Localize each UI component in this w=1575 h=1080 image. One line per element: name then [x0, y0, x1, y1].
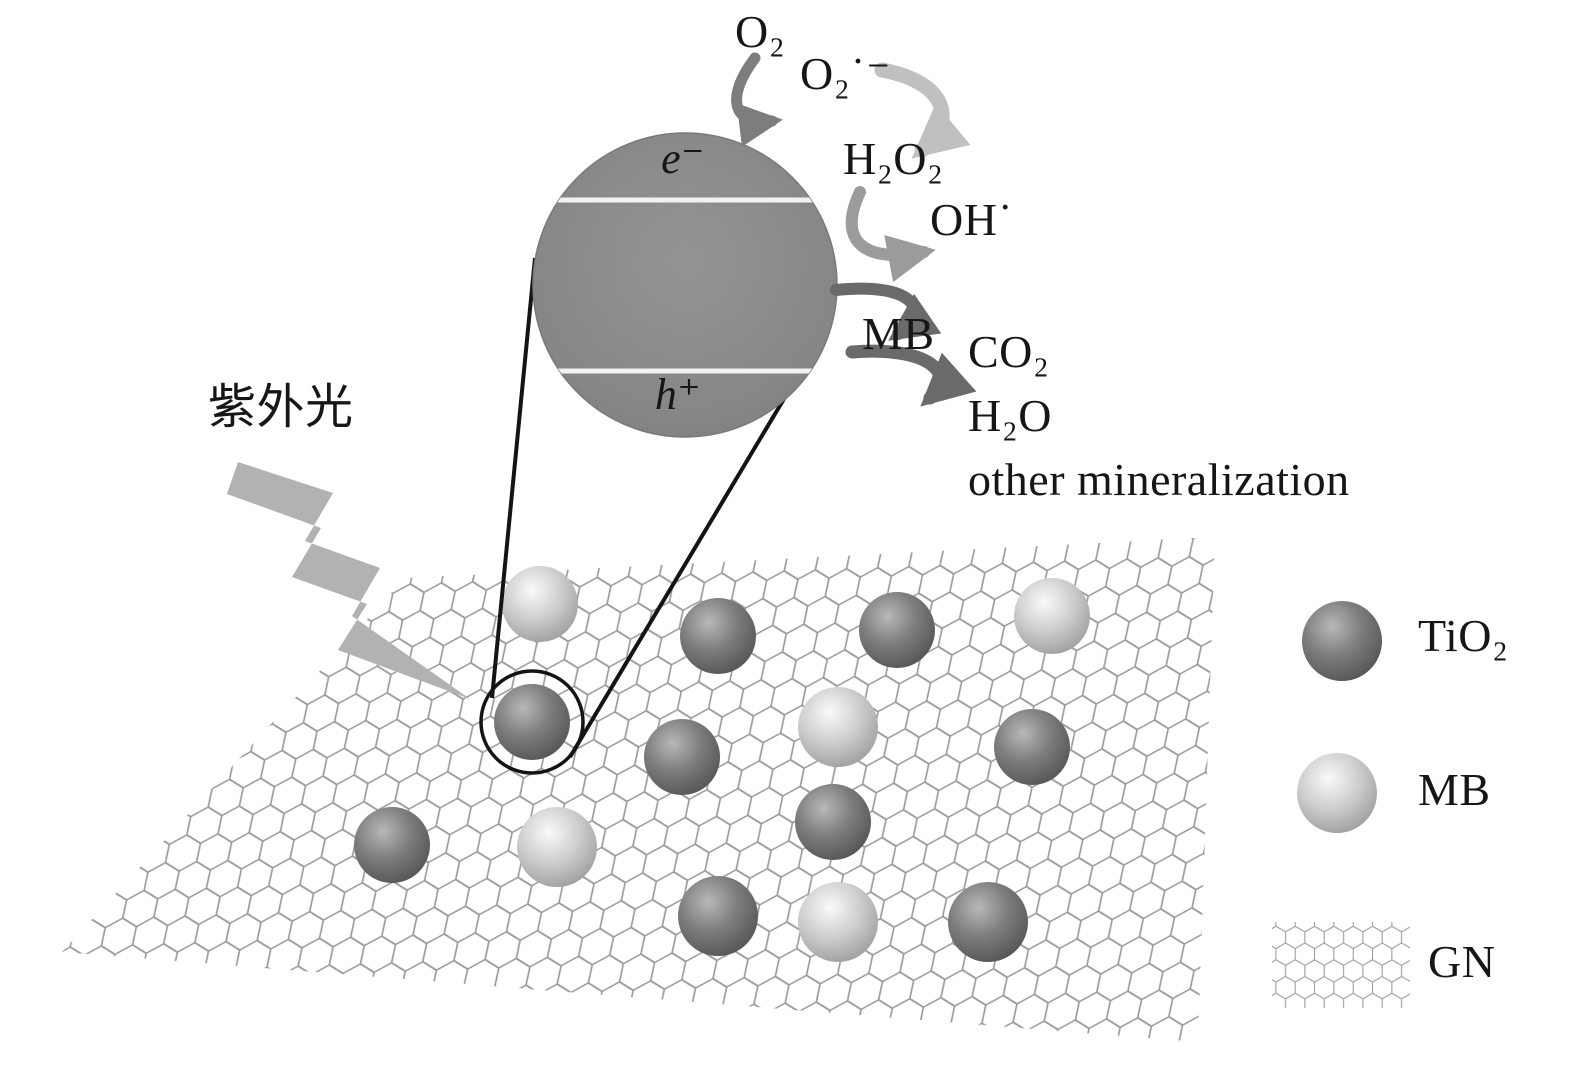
mb-particle: [502, 566, 578, 642]
mb-label: MB: [862, 308, 935, 359]
tio2-particle: [859, 592, 935, 668]
mb-particle: [1014, 578, 1090, 654]
mineralization-label: other mineralization: [968, 454, 1350, 505]
mb-particle: [798, 687, 878, 767]
legend-gn-label: GN: [1428, 936, 1496, 987]
arrow-h2o2-icon: [845, 186, 936, 283]
legend-tio2-swatch: [1302, 601, 1382, 681]
tio2-particle: [948, 882, 1028, 962]
co2-label: CO₂: [968, 326, 1050, 377]
arrow-superoxide-icon: [874, 62, 971, 159]
mb-particle: [517, 807, 597, 887]
magnifier-line-right: [568, 350, 814, 759]
legend-tio2-label: TiO₂: [1418, 610, 1509, 661]
tio2-particle: [678, 876, 758, 956]
uv-light-label: 紫外光: [208, 381, 354, 434]
tio2-particle: [494, 684, 570, 760]
arrow-co2-icon: [845, 344, 977, 407]
hydroxyl-radical-label: OH˙: [930, 194, 1014, 245]
legend-mb-label: MB: [1418, 764, 1491, 815]
tio2-particle: [994, 709, 1070, 785]
tio2-particle: [795, 784, 871, 860]
mb-particle: [798, 882, 878, 962]
legend-mb-swatch: [1297, 753, 1377, 833]
o2-label: O₂: [735, 6, 786, 57]
legend-gn-swatch: [1272, 922, 1410, 1008]
h2o2-label: H₂O₂: [843, 133, 944, 184]
electron-label: e⁻: [661, 134, 705, 183]
hole-label: h⁺: [654, 370, 702, 419]
uv-bolt-icon: [227, 462, 470, 699]
magnifier-circle: [479, 669, 585, 775]
arrow-mb-icon: [830, 282, 942, 341]
superoxide-label: O₂˙⁻: [800, 48, 891, 99]
tio2-particle: [354, 807, 430, 883]
tio2-particle: [644, 719, 720, 795]
tio2-particle: [680, 598, 756, 674]
magnifier-line-left: [490, 257, 537, 699]
particles-layer: [354, 566, 1090, 962]
h2o-label: H₂O: [968, 390, 1052, 441]
arrow-o2-icon: [731, 52, 783, 147]
